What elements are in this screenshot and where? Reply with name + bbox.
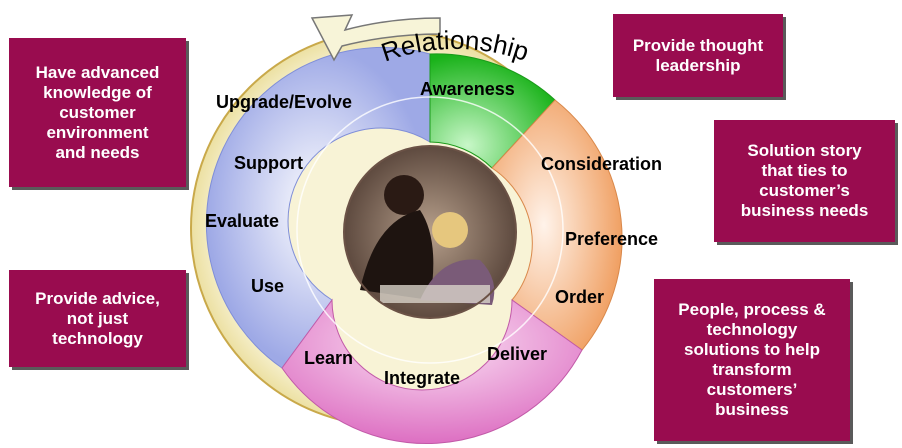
callout-people-process-text: People, process & technology solutions t…	[678, 300, 826, 419]
stage-consideration: Consideration	[541, 154, 662, 174]
stage-upgrade-evolve: Upgrade/Evolve	[216, 92, 352, 112]
inner-ring	[296, 96, 564, 364]
stage-evaluate: Evaluate	[205, 211, 279, 231]
stage-order: Order	[555, 287, 604, 307]
callout-people-process: People, process & technology solutions t…	[654, 279, 850, 441]
callout-solution-story-text: Solution story that ties to customer’s b…	[740, 141, 869, 220]
stage-preference: Preference	[565, 229, 658, 249]
callout-advice-text: Provide advice, not just technology	[35, 288, 160, 348]
segment-use-evaluate-support-upgrade	[205, 46, 431, 369]
stage-awareness: Awareness	[420, 79, 515, 99]
stage-learn: Learn	[304, 348, 353, 368]
center-photo	[343, 145, 517, 319]
callout-customer-knowledge: Have advanced knowledge of customer envi…	[9, 38, 186, 187]
segment-consideration-preference-order	[491, 99, 623, 351]
callout-solution-story: Solution story that ties to customer’s b…	[714, 120, 895, 242]
callout-thought-leadership-text: Provide thought leadership	[632, 35, 764, 75]
stage-support: Support	[234, 153, 303, 173]
relationship-arrow-icon	[310, 14, 441, 62]
callout-customer-knowledge-text: Have advanced knowledge of customer envi…	[35, 62, 160, 162]
callout-thought-leadership: Provide thought leadership	[613, 14, 783, 97]
stage-integrate: Integrate	[384, 368, 460, 388]
segment-learn-integrate-deliver	[281, 298, 583, 444]
callout-advice: Provide advice, not just technology	[9, 270, 186, 367]
stage-deliver: Deliver	[487, 344, 547, 364]
stage-use: Use	[251, 276, 284, 296]
